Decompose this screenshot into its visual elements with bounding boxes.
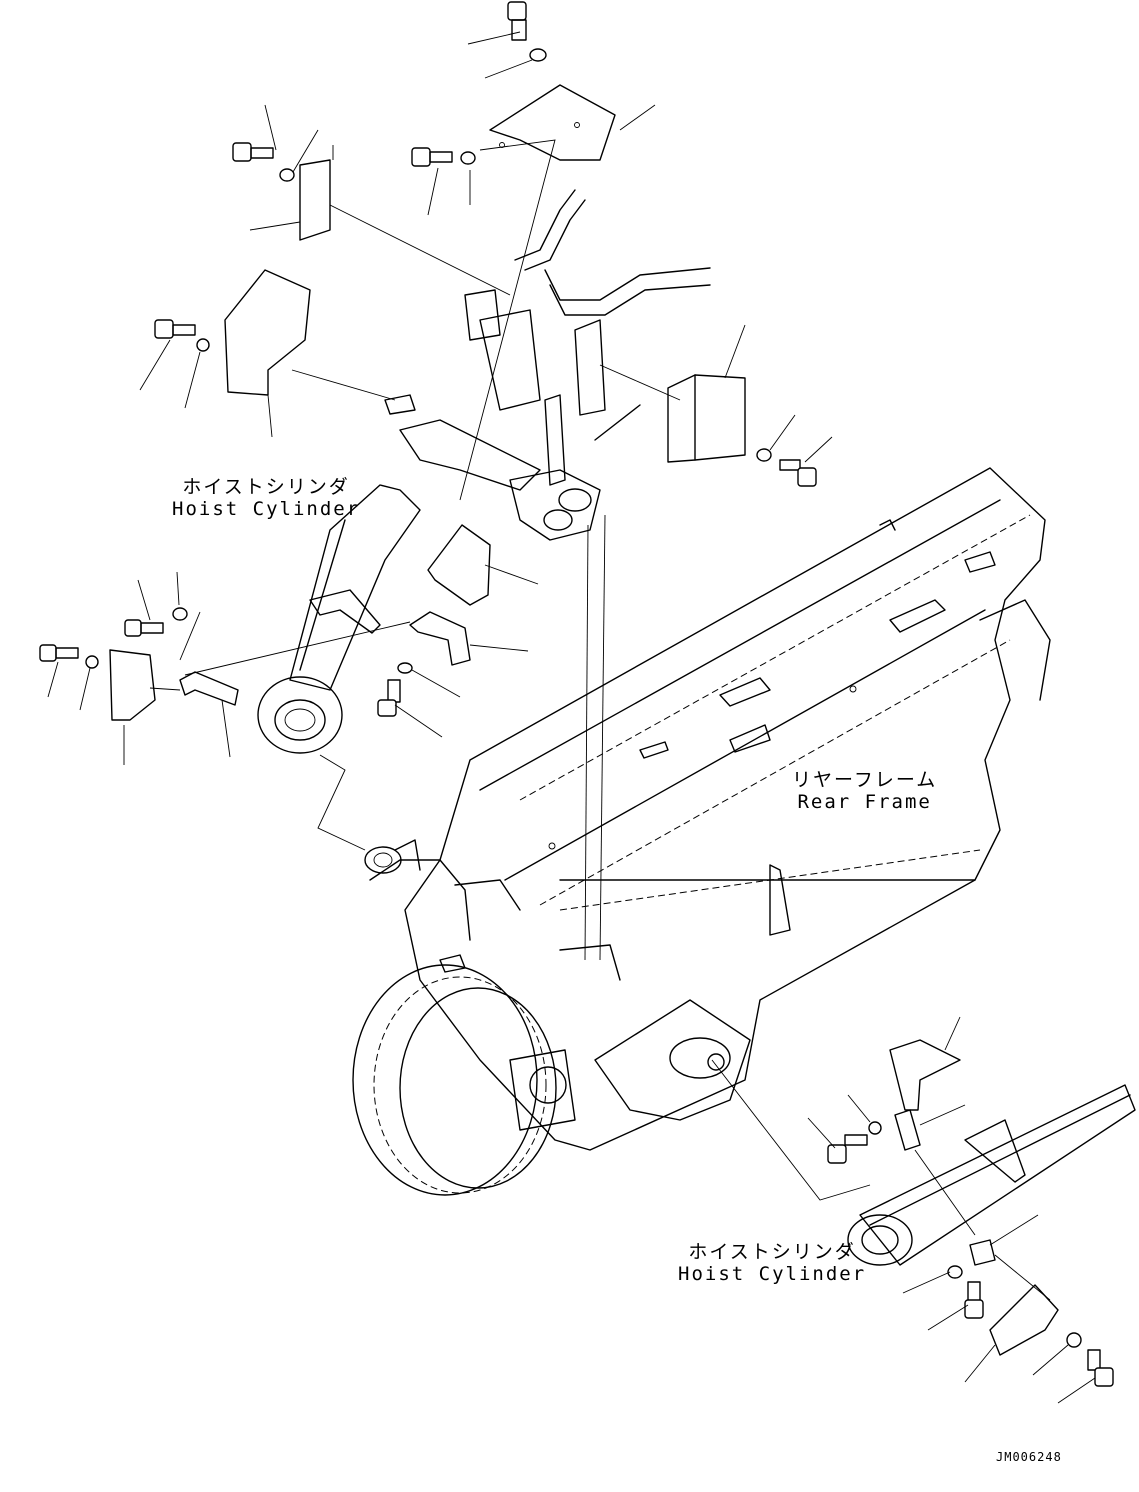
hoist-cylinder-lower-label-en: Hoist Cylinder [678,1263,867,1285]
guard-plates [109,159,1059,1356]
front-housing [352,839,751,1196]
connector-lines [149,204,1051,1301]
hoist-cylinder-upper-label-jp: ホイストシリンダ [182,476,350,498]
rear-frame-label-jp: リヤーフレーム [792,769,938,791]
bolts-and-washers [39,1,1114,1387]
upper-hoist-cylinder [257,484,421,851]
rear-frame [404,467,1051,1151]
hoist-cylinder-lower-label-jp: ホイストシリンダ [688,1241,856,1263]
rear-frame-label-en: Rear Frame [797,791,932,813]
leader-lines [47,31,1096,1404]
upper-piping-assembly [384,84,711,541]
drawing-code: JM006248 [996,1450,1062,1464]
rear-frame-label: リヤーフレーム Rear Frame [792,769,937,813]
hoist-cylinder-lower-label: ホイストシリンダ Hoist Cylinder [678,1241,866,1285]
hoist-cylinder-upper-label-en: Hoist Cylinder [172,498,361,520]
hoist-cylinder-upper-label: ホイストシリンダ Hoist Cylinder [172,476,360,520]
lower-hoist-cylinder [711,1059,1136,1266]
